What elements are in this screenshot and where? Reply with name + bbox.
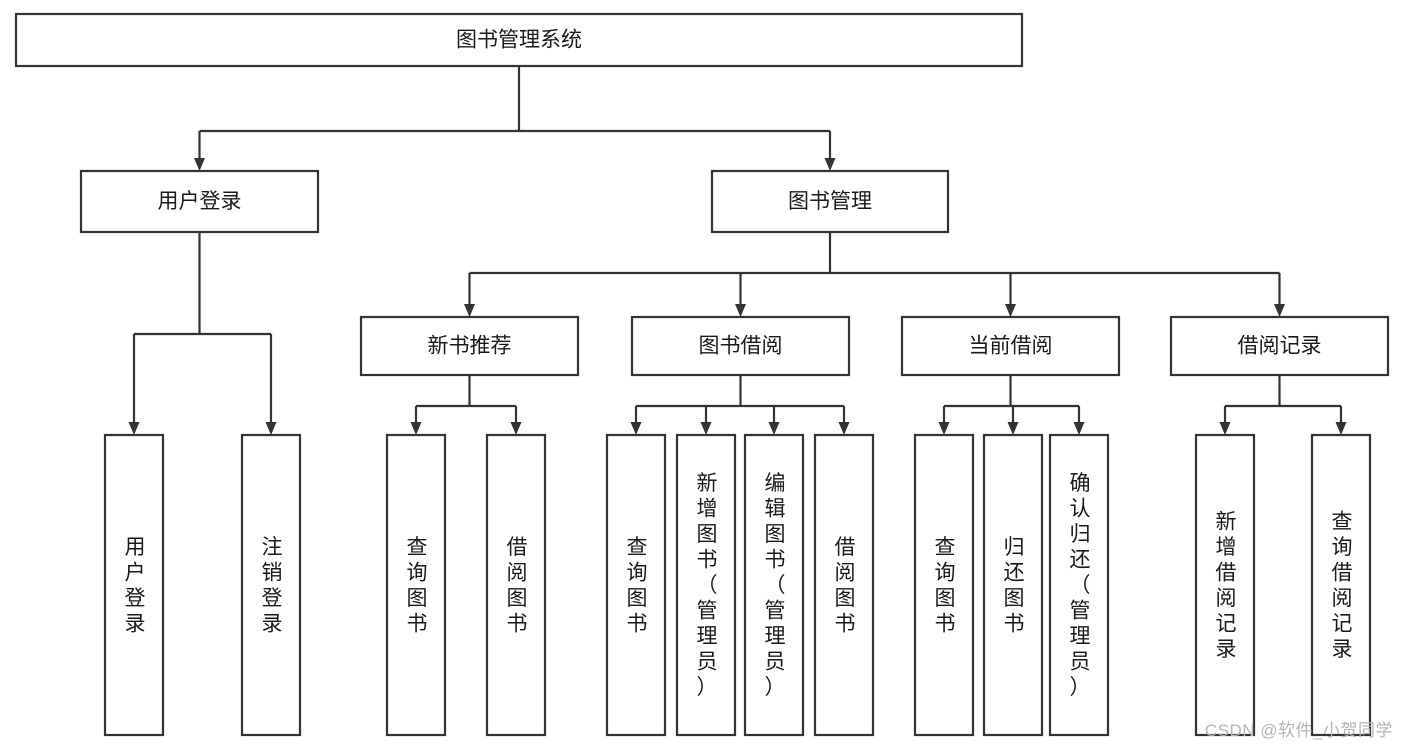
node-leaf-add-borrow-record[interactable]: 新增借阅记录 <box>1194 433 1256 737</box>
arrow-head-user-login <box>194 158 205 171</box>
node-current-borrow[interactable]: 当前借阅 <box>900 315 1121 377</box>
node-leaf-query-book-1[interactable]: 查询图书 <box>385 433 447 737</box>
arrow-head-leaf-query-borrow-record <box>1335 422 1347 435</box>
arrow-head-leaf-user-login <box>128 422 140 435</box>
arrow-head-new-book-recommend <box>464 304 475 317</box>
node-box-root[interactable] <box>14 12 1024 68</box>
node-leaf-add-book-admin[interactable]: 新增图书（管理员） <box>675 433 737 737</box>
arrow-head-leaf-return-book <box>1007 422 1019 435</box>
node-book-borrow[interactable]: 图书借阅 <box>630 315 851 377</box>
node-label-leaf-query-borrow-record: 查询借阅记录 <box>1332 510 1353 661</box>
arrow-head-leaf-add-book-admin <box>700 422 712 435</box>
node-label-book-manage: 图书管理 <box>788 190 872 213</box>
node-box-leaf-add-book-admin[interactable] <box>675 433 737 737</box>
node-box-book-borrow[interactable] <box>630 315 851 377</box>
node-label-borrow-record: 借阅记录 <box>1238 335 1322 358</box>
node-box-leaf-borrow-book-2[interactable] <box>813 433 875 737</box>
arrow-head-leaf-borrow-book-1 <box>510 422 522 435</box>
node-leaf-logout-login[interactable]: 注销登录 <box>240 433 302 737</box>
node-box-leaf-add-borrow-record[interactable] <box>1194 433 1256 737</box>
arrow-head-leaf-logout-login <box>265 422 277 435</box>
node-leaf-edit-book-admin[interactable]: 编辑图书（管理员） <box>743 433 805 737</box>
node-leaf-return-book[interactable]: 归还图书 <box>982 433 1044 737</box>
node-label-new-book-recommend: 新书推荐 <box>428 335 512 358</box>
node-label-leaf-return-book: 归还图书 <box>1004 536 1025 636</box>
arrow-head-book-manage <box>824 158 836 171</box>
node-box-leaf-return-book[interactable] <box>982 433 1044 737</box>
arrow-head-leaf-query-book-3 <box>938 422 950 435</box>
node-label-leaf-edit-book-admin: 编辑图书（管理员） <box>765 472 786 699</box>
node-new-book-recommend[interactable]: 新书推荐 <box>359 315 580 377</box>
node-label-root: 图书管理系统 <box>456 29 582 52</box>
node-leaf-query-borrow-record[interactable]: 查询借阅记录 <box>1310 433 1372 737</box>
node-box-user-login[interactable] <box>79 169 320 234</box>
node-layer: 图书管理系统用户登录图书管理新书推荐图书借阅当前借阅借阅记录用户登录注销登录查询… <box>14 12 1390 737</box>
arrow-head-book-borrow <box>735 304 746 317</box>
node-leaf-confirm-return-admin[interactable]: 确认归还（管理员） <box>1048 433 1110 737</box>
node-label-leaf-add-book-admin: 新增图书（管理员） <box>697 472 718 699</box>
node-borrow-record[interactable]: 借阅记录 <box>1169 315 1390 377</box>
node-box-leaf-query-borrow-record[interactable] <box>1310 433 1372 737</box>
node-box-current-borrow[interactable] <box>900 315 1121 377</box>
node-label-leaf-borrow-book-1: 借阅图书 <box>507 536 528 636</box>
node-label-leaf-confirm-return-admin: 确认归还（管理员） <box>1070 472 1091 699</box>
node-leaf-user-login[interactable]: 用户登录 <box>103 433 165 737</box>
arrow-head-leaf-borrow-book-2 <box>838 422 850 435</box>
arrow-head-leaf-query-book-1 <box>410 422 422 435</box>
node-label-leaf-user-login: 用户登录 <box>125 536 146 636</box>
node-label-leaf-add-borrow-record: 新增借阅记录 <box>1216 510 1237 661</box>
node-label-current-borrow: 当前借阅 <box>969 335 1053 358</box>
node-box-leaf-confirm-return-admin[interactable] <box>1048 433 1110 737</box>
node-label-leaf-logout-login: 注销登录 <box>262 536 283 636</box>
arrow-head-leaf-confirm-return-admin <box>1073 422 1085 435</box>
arrow-head-leaf-query-book-2 <box>630 422 642 435</box>
node-box-new-book-recommend[interactable] <box>359 315 580 377</box>
node-label-user-login: 用户登录 <box>158 190 242 213</box>
node-box-leaf-query-book-3[interactable] <box>913 433 975 737</box>
node-box-leaf-edit-book-admin[interactable] <box>743 433 805 737</box>
node-book-manage[interactable]: 图书管理 <box>710 169 950 234</box>
node-leaf-query-book-2[interactable]: 查询图书 <box>605 433 667 737</box>
node-label-book-borrow: 图书借阅 <box>699 335 783 358</box>
arrow-head-borrow-record <box>1274 304 1285 317</box>
node-leaf-borrow-book-2[interactable]: 借阅图书 <box>813 433 875 737</box>
node-box-leaf-borrow-book-1[interactable] <box>485 433 547 737</box>
node-box-leaf-user-login[interactable] <box>103 433 165 737</box>
node-box-leaf-query-book-2[interactable] <box>605 433 667 737</box>
node-box-leaf-query-book-1[interactable] <box>385 433 447 737</box>
node-label-leaf-query-book-1: 查询图书 <box>407 536 428 636</box>
node-box-leaf-logout-login[interactable] <box>240 433 302 737</box>
node-label-leaf-query-book-3: 查询图书 <box>935 536 956 636</box>
arrow-head-leaf-add-borrow-record <box>1219 422 1231 435</box>
arrow-head-leaf-edit-book-admin <box>768 422 780 435</box>
node-label-leaf-borrow-book-2: 借阅图书 <box>835 536 856 636</box>
node-leaf-borrow-book-1[interactable]: 借阅图书 <box>485 433 547 737</box>
node-label-leaf-query-book-2: 查询图书 <box>627 536 648 636</box>
node-box-book-manage[interactable] <box>710 169 950 234</box>
node-box-borrow-record[interactable] <box>1169 315 1390 377</box>
connector-layer <box>128 66 1347 435</box>
arrow-head-current-borrow <box>1005 304 1016 317</box>
node-leaf-query-book-3[interactable]: 查询图书 <box>913 433 975 737</box>
node-user-login[interactable]: 用户登录 <box>79 169 320 234</box>
node-root[interactable]: 图书管理系统 <box>14 12 1024 68</box>
csdn-watermark: CSDN @软件_小贺同学 <box>1204 721 1393 740</box>
